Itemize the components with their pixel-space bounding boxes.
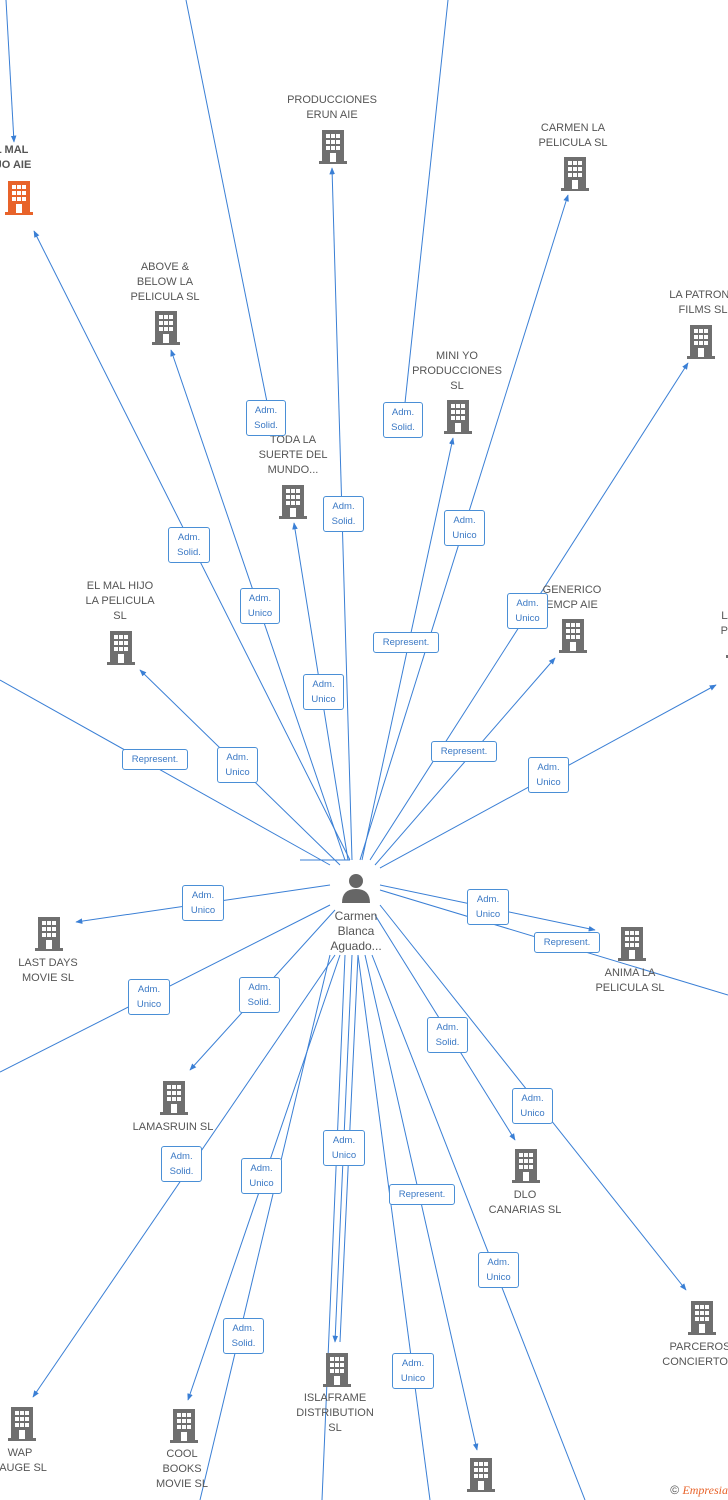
building-icon[interactable]: [5, 181, 33, 215]
company-label-anima-la-pelicula[interactable]: ANIMA LA PELICULA SL: [595, 967, 665, 994]
edge-label-adm-unico: Adm. Unico: [467, 889, 509, 925]
edge-label-adm-unico: Adm. Unico: [182, 885, 224, 921]
building-icon[interactable]: [319, 130, 347, 164]
company-label-last-days[interactable]: LAST DAYS MOVIE SL: [18, 957, 78, 984]
company-label-cool-books[interactable]: COOL BOOKS MOVIE SL: [156, 1448, 208, 1490]
edge-label-represent: Represent.: [122, 749, 188, 770]
copyright-symbol: ©: [670, 1483, 680, 1497]
building-icon[interactable]: [152, 311, 180, 345]
building-icon[interactable]: [512, 1149, 540, 1183]
company-label-carmen-la-pelicula[interactable]: CARMEN LA PELICULA SL: [538, 122, 608, 149]
edge-label-adm-solid: Adm. Solid.: [383, 402, 423, 438]
edge-label-adm-unico: Adm. Unico: [241, 1158, 282, 1194]
building-icon[interactable]: [561, 157, 589, 191]
building-icon[interactable]: [323, 1353, 351, 1387]
edge-label-adm-solid: Adm. Solid.: [239, 977, 280, 1013]
building-icon[interactable]: [618, 927, 646, 961]
building-icon[interactable]: [279, 485, 307, 519]
relation-edge: [371, 954, 586, 1500]
edge-label-adm-unico: Adm. Unico: [217, 747, 258, 783]
relation-edge: [404, 0, 449, 404]
company-label-above-below[interactable]: ABOVE & BELOW LA PELICULA SL: [130, 261, 200, 303]
edge-label-adm-unico: Adm. Unico: [478, 1252, 519, 1288]
building-icon[interactable]: [467, 1458, 495, 1492]
copyright: © Empresia: [670, 1483, 728, 1498]
building-icon[interactable]: [170, 1409, 198, 1443]
company-label-la-pe-partial[interactable]: LA PE: [720, 610, 728, 637]
building-icon[interactable]: [559, 619, 587, 653]
building-icon[interactable]: [688, 1301, 716, 1335]
relation-edge: [185, 0, 268, 403]
relation-edge: [5, 0, 17, 143]
person-icon[interactable]: [342, 874, 370, 903]
edge-label-adm-solid: Adm. Solid.: [168, 527, 210, 563]
edge-label-adm-unico: Adm. Unico: [444, 510, 485, 546]
edge-label-represent: Represent.: [389, 1184, 455, 1205]
edge-label-adm-solid: Adm. Solid.: [223, 1318, 264, 1354]
company-label-el-mal-hijo-aie[interactable]: EL MAL HIJO AIE: [0, 144, 32, 171]
edge-label-adm-solid: Adm. Solid.: [161, 1146, 202, 1182]
edge-label-adm-unico: Adm. Unico: [392, 1353, 434, 1389]
company-label-mini-yo[interactable]: MINI YO PRODUCCIONES SL: [412, 350, 502, 392]
edge-label-adm-solid: Adm. Solid.: [323, 496, 364, 532]
company-label-toda-la-suerte[interactable]: TODA LA SUERTE DEL MUNDO...: [258, 434, 328, 476]
company-label-producciones-erun-aie[interactable]: PRODUCCIONES ERUN AIE: [287, 94, 377, 121]
company-label-generico-emcp[interactable]: GENERICO EMCP AIE: [542, 584, 602, 611]
company-label-islaframe[interactable]: ISLAFRAME DISTRIBUTION SL: [296, 1392, 374, 1434]
company-label-lamasruin[interactable]: LAMASRUIN SL: [132, 1121, 214, 1133]
building-icon[interactable]: [8, 1407, 36, 1441]
company-label-dlo-canarias[interactable]: DLO CANARIAS SL: [488, 1189, 562, 1216]
company-label-la-patrona-films[interactable]: LA PATRONA FILMS SL: [669, 289, 728, 316]
building-icon[interactable]: [160, 1081, 188, 1115]
relation-edge: [0, 679, 331, 866]
edge-label-adm-unico: Adm. Unico: [528, 757, 569, 793]
edge-label-adm-solid: Adm. Solid.: [427, 1017, 468, 1053]
company-label-el-mal-hijo-pelicula[interactable]: EL MAL HIJO LA PELICULA SL: [85, 580, 155, 622]
building-icon[interactable]: [444, 400, 472, 434]
edge-label-adm-unico: Adm. Unico: [323, 1130, 365, 1166]
center-person-label[interactable]: Carmen Blanca Aguado...: [330, 909, 382, 953]
relation-edge: [199, 954, 331, 1500]
building-icon[interactable]: [107, 631, 135, 665]
company-label-wap-lauge[interactable]: WAP LAUGE SL: [0, 1447, 47, 1474]
edge-label-represent: Represent.: [534, 932, 600, 953]
edge-label-adm-unico: Adm. Unico: [303, 674, 344, 710]
edge-label-adm-unico: Adm. Unico: [507, 593, 548, 629]
edge-label-adm-unico: Adm. Unico: [128, 979, 170, 1015]
brand-logo[interactable]: Empresia: [682, 1483, 728, 1497]
building-icon[interactable]: [35, 917, 63, 951]
edge-label-represent: Represent.: [431, 741, 497, 762]
edge-label-represent: Represent.: [373, 632, 439, 653]
building-icon[interactable]: [687, 325, 715, 359]
edge-label-adm-unico: Adm. Unico: [240, 588, 280, 624]
edge-label-adm-unico: Adm. Unico: [512, 1088, 553, 1124]
relation-edge: [321, 954, 346, 1500]
relation-edge: [357, 954, 431, 1500]
company-label-parceros[interactable]: PARCEROS CONCIERTO A: [662, 1341, 728, 1368]
edge-label-adm-solid: Adm. Solid.: [246, 400, 286, 436]
